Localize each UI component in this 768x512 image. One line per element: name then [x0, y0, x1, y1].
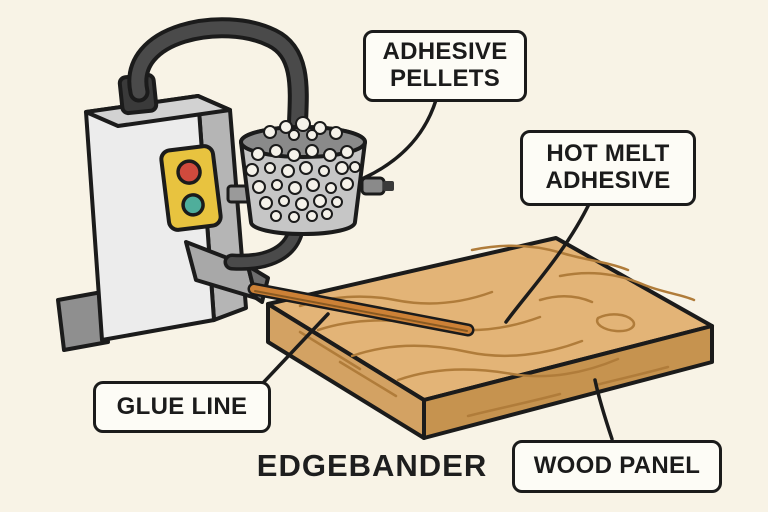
control-panel: [159, 144, 223, 232]
label-hot-melt-adhesive: HOT MELT ADHESIVE: [520, 130, 696, 206]
label-adhesive-pellets-line1: ADHESIVE: [382, 38, 508, 66]
machine-foot: [56, 290, 110, 352]
red-button[interactable]: [176, 159, 202, 185]
hopper-outlet-nub: [383, 181, 394, 191]
leader-adhesive-pellets: [362, 98, 438, 180]
leader-hot-melt-adhesive: [504, 200, 592, 324]
hopper-outlet: [360, 176, 386, 196]
label-wood-panel: WOOD PANEL: [512, 440, 722, 493]
green-button[interactable]: [181, 193, 205, 217]
control-panel-plate: [159, 144, 223, 232]
label-adhesive-pellets-line2: PELLETS: [389, 65, 501, 92]
wood-grain: [298, 244, 696, 418]
leader-glue-line: [260, 312, 330, 386]
label-edgebander: EDGEBANDER: [256, 448, 488, 483]
leader-lines: [260, 98, 614, 441]
hose: [127, 17, 309, 147]
label-hot-melt-line1: HOT MELT: [546, 140, 670, 168]
glue-line: [247, 282, 475, 337]
label-wood-panel-text: WOOD PANEL: [533, 452, 701, 480]
leader-wood-panel: [593, 378, 614, 441]
machine-top-face: [84, 94, 232, 128]
feed-tube: [223, 221, 305, 271]
label-adhesive-pellets: ADHESIVE PELLETS: [363, 30, 527, 102]
label-glue-line-text: GLUE LINE: [116, 392, 248, 420]
label-hot-melt-line2: ADHESIVE: [545, 167, 671, 194]
label-glue-line: GLUE LINE: [93, 381, 271, 433]
pellets-group: [245, 116, 361, 223]
